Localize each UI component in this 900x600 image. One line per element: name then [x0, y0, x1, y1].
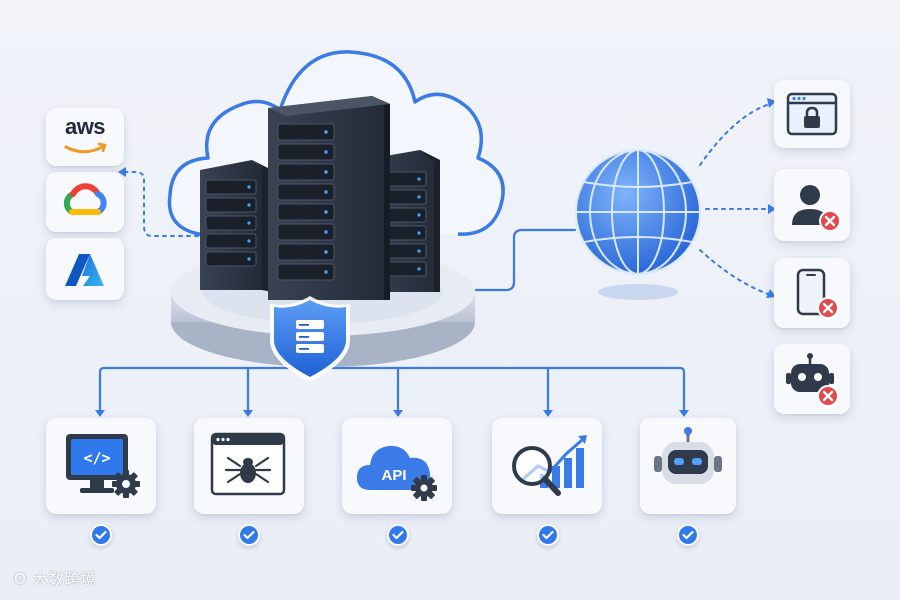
search-chart-icon	[512, 435, 587, 496]
user-icon	[792, 185, 841, 232]
check-icon	[387, 524, 409, 546]
check-icon	[537, 524, 559, 546]
code-monitor-gear-icon: </>	[66, 434, 140, 498]
server-center	[268, 96, 390, 300]
analytics	[492, 418, 602, 514]
blocked-x-icon	[817, 297, 839, 319]
browser-spider-icon	[210, 432, 286, 496]
check-icon	[90, 524, 112, 546]
check-icon	[677, 524, 699, 546]
browser-lock-icon	[786, 92, 838, 136]
aws-smile-icon	[64, 142, 107, 154]
watermark: ʘ 大数跨境	[14, 568, 97, 589]
watermark-text: 大数跨境	[32, 570, 97, 588]
robot-icon	[786, 353, 839, 407]
globe-icon	[575, 149, 701, 300]
blocked-phone	[774, 258, 850, 328]
api-label: API	[381, 467, 406, 484]
web-crawler	[194, 418, 304, 514]
locked-browser	[774, 80, 850, 148]
spider-icon	[224, 456, 272, 484]
api-cloud: API	[342, 418, 452, 514]
blocked-bot	[774, 344, 850, 414]
check-icon	[238, 524, 260, 546]
blocked-x-icon	[819, 210, 841, 232]
svg-text:</>: </>	[83, 449, 110, 467]
robot-icon	[654, 427, 722, 484]
shield-database-icon	[270, 296, 350, 382]
google-cloud-icon	[63, 183, 107, 215]
blocked-user	[774, 169, 850, 241]
api-cloud-gear-icon: API	[356, 445, 437, 501]
google-cloud-logo	[46, 172, 124, 232]
azure-icon	[65, 254, 104, 286]
blocked-x-icon	[817, 385, 839, 407]
watermark-logo-icon: ʘ	[14, 570, 27, 588]
aws-logo: aws	[46, 108, 124, 166]
azure-logo	[46, 238, 124, 300]
robot	[640, 418, 736, 514]
code-monitor: </>	[46, 418, 156, 514]
phone-icon	[796, 268, 839, 319]
aws-wordmark: aws	[64, 114, 106, 139]
server-left	[200, 160, 272, 292]
